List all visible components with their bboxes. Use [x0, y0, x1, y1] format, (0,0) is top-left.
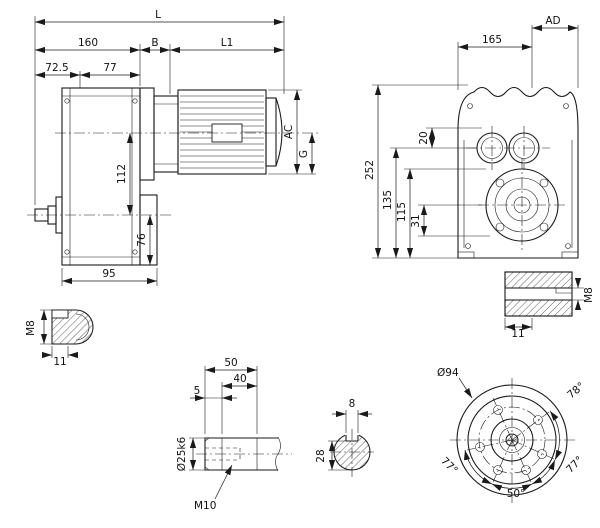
flange-angle-77-left-label: 77° [438, 455, 460, 477]
flange-angle-50-label: 50° [507, 488, 526, 500]
key-end-view: M8 11 [25, 309, 94, 368]
dim-165-label: 165 [482, 34, 502, 46]
dim-31-label: 31 [410, 214, 422, 227]
key-section-11-label: 11 [511, 328, 524, 340]
shaft-dim-50-label: 50 [224, 357, 237, 369]
side-view: L 160 B L1 72.5 77 112 76 95 AC G [27, 9, 318, 286]
shaft-dia-label: Ø25k6 [176, 436, 188, 471]
flange-view: Ø94 78° 77° 77° 50° [437, 367, 587, 504]
shaft-dim-5-label: 5 [194, 385, 201, 397]
dim-77-label: 77 [103, 62, 116, 74]
front-view-geometry [457, 86, 579, 259]
dim-B-label: B [151, 37, 158, 49]
dim-72-5-label: 72.5 [45, 62, 68, 74]
shaft-detail-view: 50 40 5 Ø25k6 M10 [176, 357, 292, 512]
front-view-dims: 165 AD 252 135 115 31 20 [364, 15, 579, 259]
shaft-end-section [51, 309, 94, 345]
dim-20-label: 20 [418, 131, 430, 144]
front-view-centerlines [466, 126, 568, 252]
shaft-detail-dims: 50 40 5 Ø25k6 M10 [176, 357, 258, 512]
section-upper-wall [504, 271, 573, 289]
key-section-thread-label: M8 [583, 287, 595, 303]
section-lower-wall [504, 299, 573, 317]
flange-geometry [450, 378, 576, 504]
flange-angle-78-label: 78° [565, 380, 587, 401]
dim-160-label: 160 [78, 37, 98, 49]
section-dim-28-label: 28 [315, 449, 327, 462]
dim-76-label: 76 [136, 233, 148, 247]
dim-252-label: 252 [364, 160, 376, 180]
flange-bolt-circle-label: Ø94 [437, 367, 459, 379]
flange-angle-77-right-label: 77° [564, 454, 586, 476]
keyway-slot [51, 309, 69, 319]
key-end-dims: M8 11 [25, 309, 78, 368]
dim-112-label: 112 [116, 164, 128, 184]
key-section-view: M8 11 [504, 271, 595, 340]
dim-135-label: 135 [382, 190, 394, 210]
dim-115-label: 115 [396, 202, 408, 222]
shaft-section-dims: 8 28 [315, 398, 372, 471]
shaft-detail-geometry [196, 436, 292, 472]
dim-AD-label: AD [545, 15, 560, 27]
shaft-thread-label: M10 [194, 500, 216, 512]
shaft-section-view: 8 28 [315, 398, 374, 477]
dim-95-label: 95 [102, 268, 115, 280]
side-view-dims: L 160 B L1 72.5 77 112 76 95 AC G [34, 9, 316, 286]
key-section-dims: M8 11 [504, 278, 595, 340]
side-view-geometry [34, 87, 283, 266]
dim-L1-label: L1 [221, 37, 234, 49]
key-end-thread-label: M8 [25, 320, 37, 336]
front-view: 165 AD 252 135 115 31 20 [364, 15, 579, 259]
dim-total-length-label: L [155, 9, 161, 21]
dim-AC-label: AC [283, 125, 295, 139]
dim-G-label: G [298, 150, 310, 158]
section-dim-8-label: 8 [349, 398, 356, 410]
key-end-11-label: 11 [53, 356, 66, 368]
shaft-dim-40-label: 40 [233, 373, 246, 385]
